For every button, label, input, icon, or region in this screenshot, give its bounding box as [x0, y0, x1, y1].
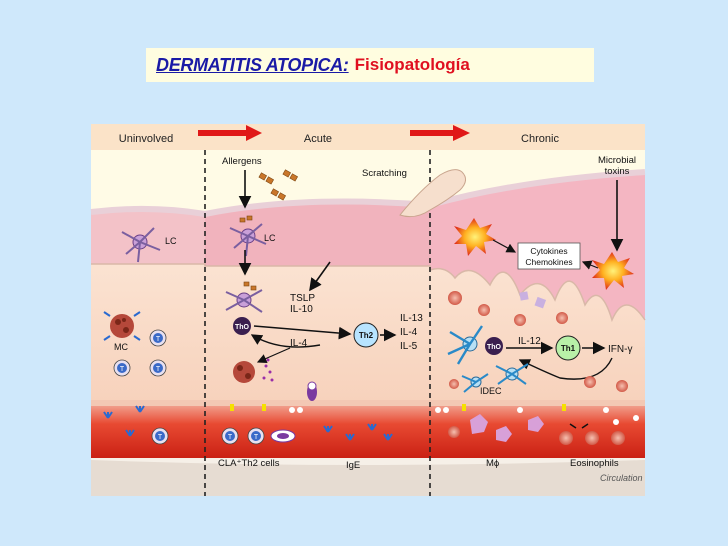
il4-to-th0-arrow	[250, 334, 321, 348]
burst-to-cytokines-arrow	[492, 239, 517, 253]
mast-cell-uninvolved	[103, 311, 141, 341]
scratching-finger	[399, 169, 466, 218]
label-il12: IL-12	[518, 336, 541, 347]
stage-chronic: Chronic	[521, 133, 559, 145]
dendritic-cell-acute	[225, 289, 263, 313]
label-il5: IL-5	[400, 341, 418, 352]
progression-arrow-1	[198, 125, 262, 141]
label-lc-2: LC	[264, 233, 276, 243]
label-mc: MC	[114, 342, 128, 352]
title-main: DERMATITIS ATOPICA:	[156, 54, 349, 75]
label-ifn: IFN-γ	[608, 344, 632, 355]
t-cell-uninvolved-1: T	[149, 329, 167, 347]
label-scratching: Scratching	[362, 168, 407, 179]
stage-acute: Acute	[304, 133, 332, 145]
label-th0-acute: ThO	[235, 324, 250, 331]
label-t-vessel-3: T	[254, 434, 259, 441]
label-allergens: Allergens	[222, 156, 262, 167]
th0-to-th2-arrow	[253, 325, 352, 340]
label-toxins: toxins	[605, 166, 630, 177]
label-lc-1: LC	[165, 236, 177, 246]
label-tslp: TSLP	[290, 293, 315, 304]
label-ige: IgE	[346, 460, 360, 471]
langerhans-cell-uninvolved	[121, 227, 161, 263]
th0-cell-chronic: ThO	[485, 337, 503, 355]
il4-to-mast-arrow	[256, 347, 291, 364]
label-macrophage: Mϕ	[486, 458, 499, 469]
label-cytokines: Cytokines	[530, 246, 567, 256]
stage-uninvolved: Uninvolved	[119, 133, 173, 145]
dendritic-cell-chronic	[447, 325, 483, 365]
eosinophils-chronic	[448, 291, 628, 392]
mast-cell-acute	[233, 358, 274, 383]
th1-cell: Th1	[555, 335, 581, 361]
vessel-wall-markers	[230, 404, 639, 425]
burst2-to-cytokines-arrow	[581, 260, 599, 270]
inflammation-burst-2	[592, 252, 634, 290]
title-subtitle: Fisiopatología	[354, 55, 470, 74]
inflammation-burst-1	[454, 218, 496, 256]
th2-cell: Th2	[353, 322, 379, 348]
label-il4-acute: IL-4	[290, 338, 308, 349]
label-th0-chronic: ThO	[487, 344, 502, 351]
ige-antibodies	[103, 405, 393, 441]
label-t-2: T	[120, 366, 125, 373]
eosinophils-vessel	[559, 423, 625, 445]
label-eosinophils: Eosinophils	[570, 458, 619, 469]
t-cell-uninvolved-2: T	[113, 359, 131, 377]
label-t-1: T	[156, 336, 161, 343]
t-cell-uninvolved-3: T	[149, 359, 167, 377]
title-box: DERMATITIS ATOPICA: Fisiopatología	[146, 48, 594, 82]
progression-arrow-2	[410, 125, 470, 141]
label-th2: Th2	[359, 331, 374, 340]
th0-cell-acute: ThO	[233, 317, 251, 335]
scratch-to-tslp-arrow	[309, 261, 331, 292]
cytokines-box: Cytokines Chemokines	[517, 242, 581, 270]
label-il13: IL-13	[400, 313, 423, 324]
label-th1: Th1	[561, 344, 576, 353]
langerhans-cell-acute	[229, 223, 267, 257]
eosinophil-acute	[307, 381, 317, 401]
label-t-vessel-1: T	[158, 434, 163, 441]
macrophages-vessel	[448, 414, 544, 442]
label-chemokines: Chemokines	[525, 257, 572, 267]
label-cla-th2: CLA⁺Th2 cells	[218, 458, 280, 469]
idec-cell	[461, 363, 529, 393]
label-t-3: T	[156, 366, 161, 373]
label-il4-out: IL-4	[400, 327, 418, 338]
label-il10: IL-10	[290, 304, 313, 315]
t-cells-vessel	[151, 427, 296, 445]
label-t-vessel-2: T	[228, 434, 233, 441]
label-idec: IDEC	[480, 386, 502, 396]
label-microbial: Microbial	[598, 155, 636, 166]
ifn-feedback-arrow	[518, 357, 613, 380]
allergen-particles	[239, 169, 299, 291]
label-circulation: Circulation	[600, 473, 643, 483]
